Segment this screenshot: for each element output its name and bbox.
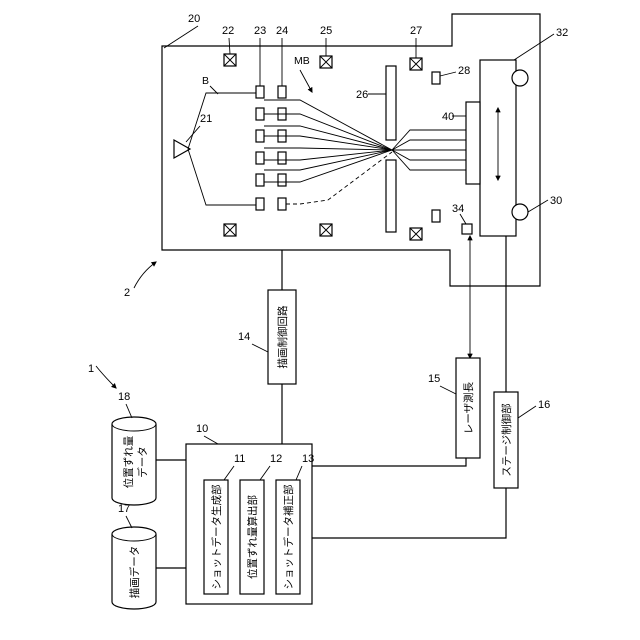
ref-stage: 30 — [550, 195, 562, 207]
ref-blanking-aperture: 26 — [356, 89, 368, 101]
ref-mirror: 32 — [556, 27, 568, 39]
coil-top-left — [224, 54, 236, 66]
ref-unit-12: 12 — [270, 453, 282, 465]
ref-coil-27: 27 — [410, 25, 422, 37]
ref-coil-22: 22 — [222, 25, 234, 37]
unit-13-label: ショットデータ補正部 — [282, 485, 295, 590]
ref-laser: 15 — [428, 373, 440, 385]
beam-label: B — [202, 75, 209, 87]
ref-system: 1 — [88, 363, 94, 375]
storage-18-line1: 位置ずれ量 — [122, 435, 135, 488]
stage-control-label: ステージ制御部 — [500, 403, 513, 476]
drawing-control-label: 描画制御回路 — [276, 305, 289, 368]
coil-bottom-right — [410, 228, 422, 240]
ref-storage-17: 17 — [118, 503, 130, 515]
ref-apparatus: 2 — [124, 287, 130, 299]
misalignment-data-storage: 位置ずれ量 データ 18 — [112, 391, 156, 505]
controller: 10 ショットデータ生成部 11 位置ずれ量算出部 12 ショットデータ補正部 … — [186, 423, 314, 604]
coil-top-right — [410, 58, 422, 70]
ref-aperture-23: 23 — [254, 25, 266, 37]
drawing-data-storage: 描画データ 17 — [112, 503, 156, 609]
ref-controller: 10 — [196, 423, 208, 435]
ref-chamber: 20 — [188, 13, 200, 25]
unit-12-label: 位置ずれ量算出部 — [246, 495, 259, 579]
apparatus-label: 2 — [124, 262, 156, 299]
storage-17-line1: 描画データ — [128, 546, 141, 599]
ref-mark: 34 — [452, 203, 464, 215]
multibeam-label: MB — [294, 55, 310, 67]
laser-length-measurement: レーザ測長 15 — [428, 358, 480, 458]
stage-control-unit: ステージ制御部 16 — [494, 392, 550, 488]
electron-gun: 21 — [174, 113, 212, 158]
aperture-array-23 — [256, 86, 264, 210]
unit-11-label: ショットデータ生成部 — [210, 485, 223, 590]
ref-sensor: 28 — [458, 65, 470, 77]
coil-bottom-mid — [320, 224, 332, 236]
ref-aperture-24: 24 — [276, 25, 288, 37]
sensors: 28 — [432, 65, 470, 222]
ref-storage-18: 18 — [118, 391, 130, 403]
ref-unit-11: 11 — [234, 453, 245, 465]
drawing-control-circuit: 描画制御回路 14 — [238, 290, 296, 384]
xy-stage: 32 30 40 34 — [442, 27, 568, 236]
ref-substrate: 40 — [442, 111, 454, 123]
electron-beam: B — [188, 75, 256, 205]
storage-18-line2: データ — [136, 446, 149, 478]
coil-top-mid — [320, 56, 332, 68]
ref-gun: 21 — [200, 113, 212, 125]
system-label: 1 — [88, 363, 116, 388]
laser-label: レーザ測長 — [462, 381, 475, 434]
ref-coil-25: 25 — [320, 25, 332, 37]
ref-unit-13: 13 — [302, 453, 314, 465]
ref-stage-control: 16 — [538, 399, 550, 411]
ref-drawing-control: 14 — [238, 331, 250, 343]
coil-bottom-left — [224, 224, 236, 236]
